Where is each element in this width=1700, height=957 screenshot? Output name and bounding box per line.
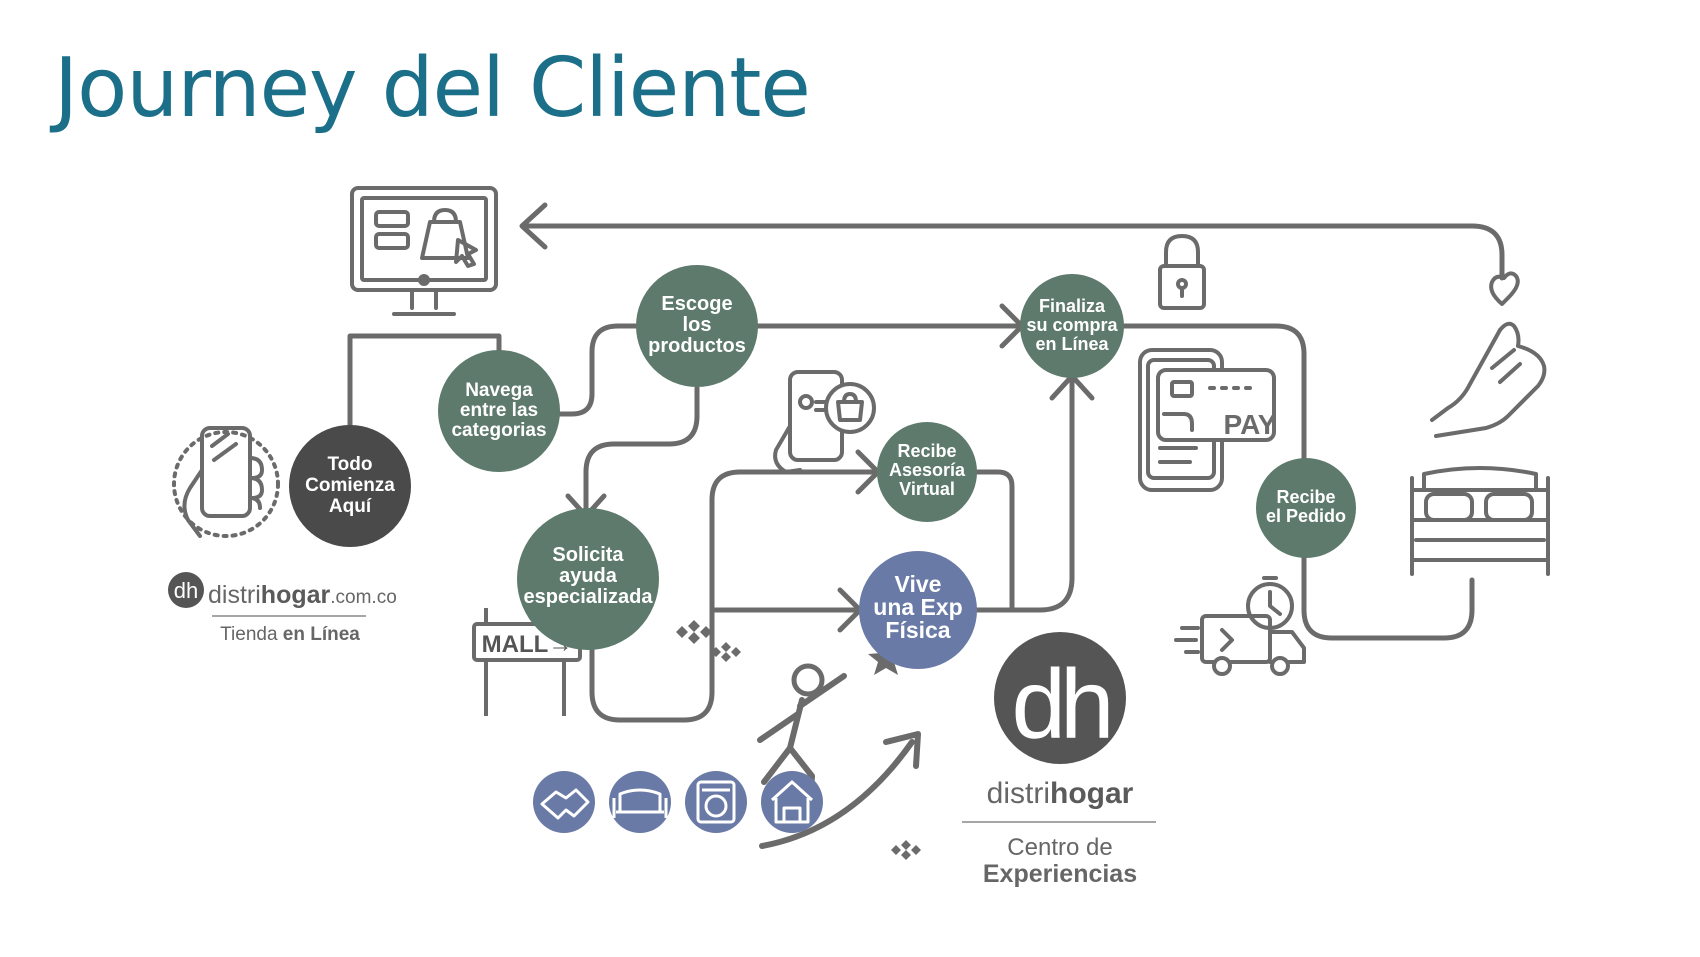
store-icon	[761, 771, 823, 833]
slide-title: Journey del Cliente	[54, 41, 811, 136]
node-todo-line3: Aquí	[329, 496, 372, 517]
brand-online-tagline: Tienda en Línea	[220, 624, 360, 645]
node-escoge-line2: los	[683, 314, 712, 336]
return-arrow-line	[522, 223, 1505, 281]
node-navega-line1: Navega	[465, 380, 533, 401]
brand-center-line2: Experiencias	[983, 860, 1137, 888]
brand-center-logo: dh	[1011, 649, 1109, 759]
node-asesoria-line2: Asesoría	[889, 460, 966, 480]
node-solicita-line1: Solicita	[552, 544, 624, 566]
delivery-truck-icon	[1174, 576, 1306, 676]
return-arrowhead	[519, 202, 548, 250]
connector-vive-finaliza	[973, 375, 1075, 613]
brand-center-line1: Centro de	[1007, 834, 1112, 861]
brand-experience-center: dh distrihogar Centro de Experiencias	[962, 632, 1156, 888]
heart-hand-icon	[1430, 271, 1547, 438]
node-finaliza-line3: en Línea	[1035, 334, 1109, 354]
brand-online-name: distrihogar.com.co	[208, 581, 397, 609]
brand-center-name-light: distri	[987, 777, 1050, 810]
node-escoge-line3: productos	[648, 335, 746, 357]
brand-center-logo-circle	[994, 632, 1126, 764]
node-asesoria-line3: Virtual	[899, 479, 955, 499]
node-todo-line1: Todo	[327, 454, 372, 475]
node-asesoria-line1: Recibe	[897, 441, 956, 461]
phone-pay-card-icon: PAY	[1138, 348, 1277, 492]
node-todo-line2: Comienza	[305, 475, 395, 496]
handshake-icon	[533, 771, 595, 833]
washer-icon	[685, 771, 747, 833]
experience-icons	[533, 771, 823, 833]
padlock-icon	[1158, 234, 1206, 310]
brand-online-tagline-light: Tienda	[220, 624, 283, 645]
connector-pedido-bed	[1301, 555, 1475, 641]
brand-online-name-bold: hogar	[261, 581, 331, 609]
brand-online-domain: .com.co	[330, 587, 397, 608]
connector-navega-escoge	[549, 323, 643, 417]
connector-escoge-solicita	[583, 385, 700, 515]
brand-online-tagline-bold: en Línea	[283, 624, 361, 645]
brand-online-store: dh distrihogar.com.co Tienda en Línea	[168, 572, 397, 645]
node-escoge-line1: Escoge	[661, 293, 732, 315]
node-pedido-line2: el Pedido	[1266, 506, 1346, 526]
brand-online-logo-circle	[168, 572, 204, 608]
pay-label: PAY	[1224, 409, 1277, 440]
sofa-icon	[609, 771, 671, 833]
node-navega-line2: entre las	[460, 400, 538, 421]
node-solicita-line3: especializada	[524, 586, 654, 608]
connector-finaliza-pedido	[1121, 323, 1307, 461]
brand-online-name-light: distri	[208, 581, 261, 609]
person-climbing-arrow-icon	[757, 663, 921, 849]
bed-icon	[1410, 466, 1550, 576]
desktop-shopping-icon	[350, 186, 498, 316]
brand-center-name: distrihogar	[987, 777, 1134, 810]
node-vive-line1: Vive	[895, 571, 942, 597]
node-finaliza-line2: su compra	[1026, 315, 1118, 335]
smartphone-hand-icon	[172, 426, 280, 538]
connector-solicita-loop	[589, 469, 881, 723]
node-finaliza-line1: Finaliza	[1039, 296, 1106, 316]
phone-shopping-chat-icon	[773, 370, 876, 474]
node-solicita-line2: ayuda	[559, 565, 618, 587]
connector-asesoria-right	[972, 469, 1015, 613]
node-vive-line3: Física	[885, 617, 950, 643]
node-navega-line3: categorias	[451, 420, 546, 441]
brand-center-name-bold: hogar	[1050, 777, 1134, 810]
brand-online-logo: dh	[174, 578, 198, 603]
node-vive-line2: una Exp	[873, 594, 962, 620]
node-pedido-line1: Recibe	[1276, 487, 1335, 507]
